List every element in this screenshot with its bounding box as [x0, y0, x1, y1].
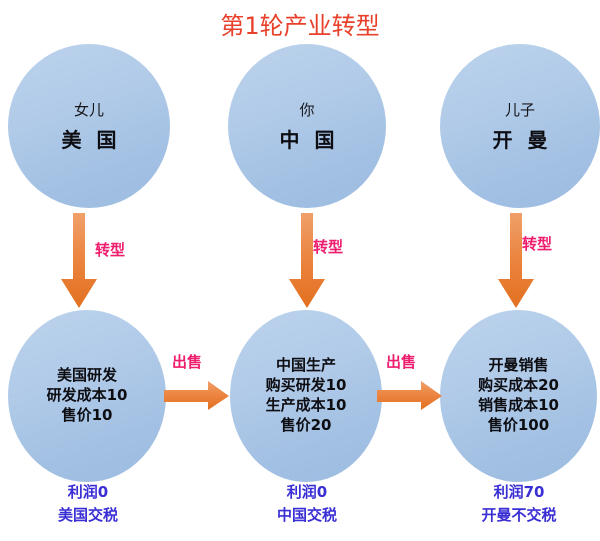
tax-status: 美国交税 — [57, 506, 118, 525]
right-arrow-icon — [377, 381, 442, 410]
bottom-node-line: 售价10 — [61, 405, 113, 424]
top-node-usa: 女儿 美 国 — [8, 44, 170, 208]
profit-value: 利润0 — [286, 483, 328, 501]
bottom-node-line: 购买成本20 — [478, 376, 559, 395]
top-node-country-label: 中 国 — [279, 127, 339, 152]
top-node-cayman: 儿子 开 曼 — [440, 44, 600, 208]
bottom-node-cayman-sales: 开曼销售 购买成本20 销售成本10 售价100 — [440, 310, 597, 482]
bottom-node-line: 研发成本10 — [46, 386, 128, 405]
top-node-china: 你 中 国 — [228, 44, 386, 208]
bottom-node-line: 销售成本10 — [478, 396, 559, 414]
bottom-node-line: 美国研发 — [56, 366, 117, 385]
bottom-node-usa-rd: 美国研发 研发成本10 售价10 — [8, 310, 166, 482]
top-node-country-label: 开 曼 — [492, 127, 552, 152]
bottom-node-china-manufacturing: 中国生产 购买研发10 生产成本10 售价20 — [230, 310, 382, 482]
profit-value: 利润0 — [67, 483, 109, 501]
vertical-arrow-label: 转型 — [522, 235, 553, 253]
top-node-role-label: 你 — [299, 100, 315, 119]
vertical-arrow-label: 转型 — [95, 241, 126, 259]
tax-status: 开曼不交税 — [481, 506, 557, 525]
caption-usa: 利润0 美国交税 — [8, 481, 168, 528]
profit-value: 利润70 — [493, 483, 545, 501]
down-arrow-icon — [61, 213, 97, 308]
bottom-node-line: 购买研发10 — [265, 376, 347, 395]
tax-status: 中国交税 — [276, 506, 337, 525]
page-title: 第1轮产业转型 — [220, 12, 380, 40]
top-node-role-label: 女儿 — [73, 100, 104, 119]
bottom-node-line: 售价20 — [280, 415, 332, 434]
top-node-role-label: 儿子 — [504, 100, 535, 119]
down-arrow-icon — [498, 213, 534, 308]
down-arrow-icon — [289, 213, 325, 308]
bottom-node-line: 生产成本10 — [265, 396, 347, 414]
caption-cayman: 利润70 开曼不交税 — [438, 481, 600, 528]
horizontal-arrow-label: 出售 — [172, 353, 203, 371]
vertical-arrow-label: 转型 — [313, 238, 344, 256]
bottom-node-line: 开曼销售 — [488, 356, 549, 375]
caption-china: 利润0 中国交税 — [228, 481, 386, 528]
bottom-node-line: 售价100 — [487, 415, 550, 434]
right-arrow-icon — [164, 381, 229, 410]
top-node-country-label: 美 国 — [61, 127, 121, 152]
bottom-node-line: 中国生产 — [275, 356, 336, 375]
horizontal-arrow-label: 出售 — [386, 353, 417, 371]
